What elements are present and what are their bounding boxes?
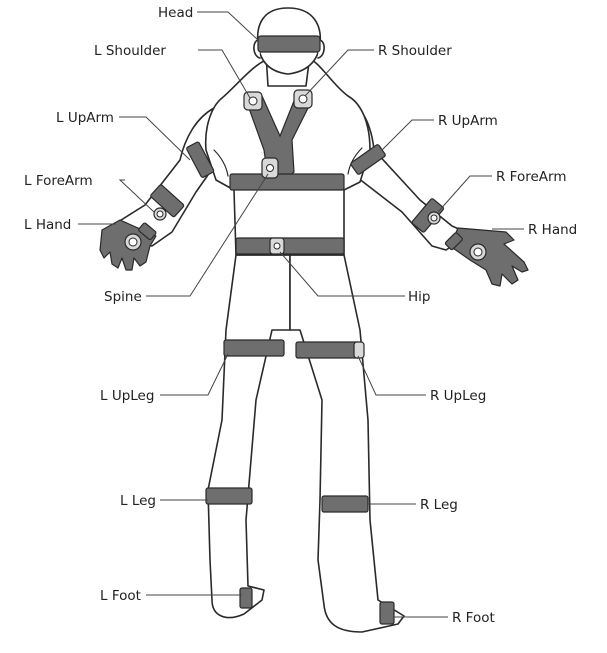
leader-lines (78, 11, 524, 618)
left-arm (107, 107, 215, 247)
label-r-leg: R Leg (420, 497, 458, 513)
label-l-foot: L Foot (100, 588, 141, 604)
label-r-uparm: R UpArm (438, 113, 498, 129)
right-leg (289, 254, 405, 633)
leader-r-forearm (437, 175, 492, 213)
label-l-forearm: L ForeArm (24, 173, 93, 189)
leader-l-uparm (119, 116, 191, 161)
back-seam-left (213, 149, 229, 177)
chest-strap (229, 173, 345, 191)
head-strap (257, 35, 321, 53)
label-r-hand: R Hand (528, 222, 577, 238)
right-glove (449, 227, 529, 287)
leader-l-forearm (118, 179, 155, 213)
left-leg (207, 254, 291, 619)
l-foot-strap (239, 587, 253, 609)
body-outline (107, 7, 471, 633)
label-l-leg: L Leg (120, 493, 156, 509)
leader-r-shoulder (304, 49, 374, 97)
r-upleg-strap (295, 341, 361, 359)
back-seam-right (347, 147, 363, 175)
leader-r-upleg (357, 355, 426, 396)
label-r-foot: R Foot (452, 610, 495, 626)
hip-strap (235, 237, 345, 255)
leader-head (197, 11, 259, 41)
label-l-uparm: L UpArm (56, 110, 114, 126)
r-leg-strap (321, 495, 369, 513)
label-hip: Hip (408, 289, 430, 305)
leader-spine (146, 173, 269, 297)
l-uparm-strap (186, 141, 215, 178)
labels: Head L Shoulder R Shoulder L UpArm R UpA… (24, 5, 577, 626)
label-l-hand: L Hand (24, 217, 71, 233)
leader-r-uparm (381, 119, 434, 151)
leader-l-upleg (160, 353, 229, 396)
label-r-forearm: R ForeArm (496, 169, 566, 185)
l-forearm-strap (150, 184, 185, 218)
label-spine: Spine (104, 289, 142, 305)
l-leg-strap (205, 487, 253, 505)
label-r-shoulder: R Shoulder (378, 43, 452, 59)
r-foot-strap (379, 601, 395, 625)
label-head: Head (158, 5, 193, 21)
leader-l-shoulder (198, 49, 251, 99)
label-l-upleg: L UpLeg (100, 388, 154, 404)
l-wrist-strap (138, 222, 157, 241)
label-l-shoulder: L Shoulder (94, 43, 166, 59)
l-upleg-strap (223, 339, 285, 357)
straps (138, 35, 463, 625)
r-wrist-strap (444, 232, 463, 251)
label-r-upleg: R UpLeg (430, 388, 486, 404)
leader-hip (279, 251, 405, 297)
